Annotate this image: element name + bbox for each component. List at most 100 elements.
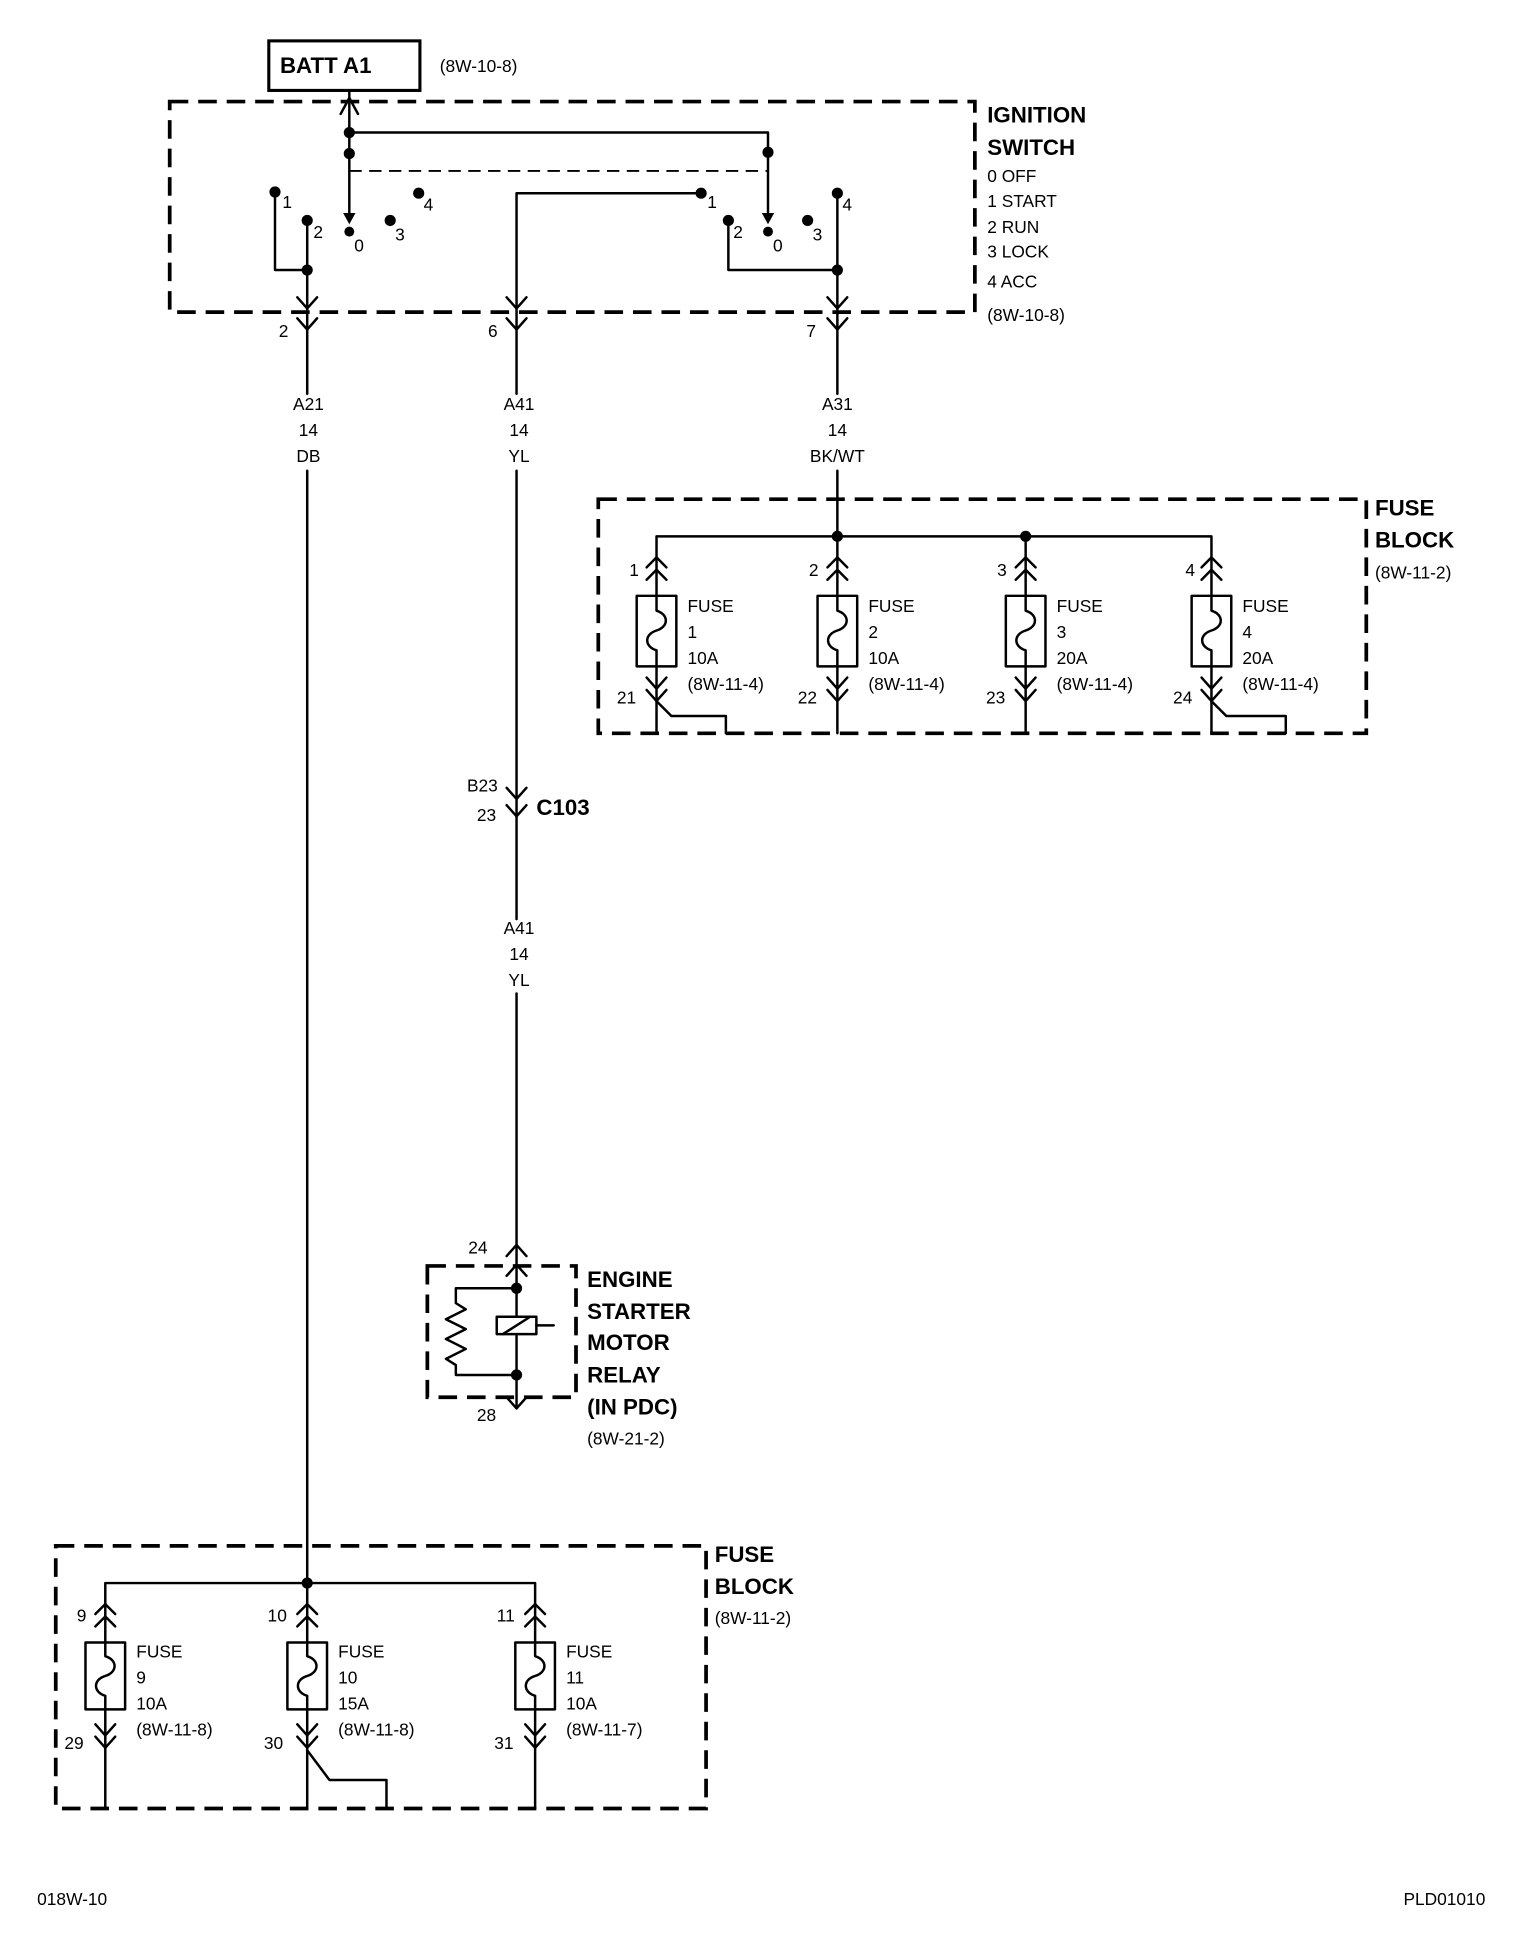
fuse-block-top: FUSE BLOCK (8W-11-2) 1 21 FUSE 1 10A (8W… [596, 495, 1454, 736]
page-id: 018W-10 [37, 1889, 107, 1909]
batt-a1-ref: (8W-10-8) [440, 56, 518, 76]
left-contact-label: 1 [282, 192, 292, 212]
fuse-rating: 10A [136, 1693, 167, 1713]
fuse-rating: 20A [1242, 648, 1273, 668]
wire-a41-upper [515, 191, 703, 396]
fuse-out-connector [296, 1723, 319, 1750]
fuse-block-title: BLOCK [715, 1574, 794, 1599]
wire-color: YL [508, 446, 530, 466]
left-contact-label: 2 [313, 222, 323, 242]
left-contact-0 [344, 226, 355, 237]
fuse-rating: 15A [338, 1693, 369, 1713]
junction-dot [301, 1577, 313, 1589]
ignition-switch-title: SWITCH [987, 135, 1075, 160]
right-contact-label: 1 [707, 192, 717, 212]
fuse-in-connector [1014, 556, 1037, 581]
switch-position: 1 START [987, 191, 1057, 211]
fuse-ref: (8W-11-8) [338, 1719, 414, 1739]
relay-suppression-resistor [444, 1287, 518, 1377]
relay-title: MOTOR [587, 1330, 670, 1355]
switch-pin-label: 6 [488, 321, 498, 341]
switch-position: 0 OFF [987, 166, 1036, 186]
fuse-number: 9 [136, 1667, 146, 1687]
fuse-out-pin: 23 [986, 688, 1005, 708]
fuse-block-bottom-bus [104, 1581, 537, 1644]
fuse-in-pin: 3 [997, 560, 1007, 580]
switch-pin-label: 7 [806, 321, 816, 341]
fuse-element [1015, 594, 1037, 668]
wire-color: BK/WT [810, 446, 865, 466]
right-contact-label: 4 [842, 195, 852, 215]
right-contact-label: 3 [813, 224, 823, 244]
fuse-number: 2 [868, 622, 878, 642]
fuse-block-bottom-boundary [53, 1544, 708, 1811]
connector-c103-symbol [505, 786, 528, 818]
fuse-in-pin: 11 [497, 1605, 515, 1625]
fuse-output-branch [655, 699, 728, 735]
relay-coil-slash [501, 1315, 532, 1336]
fuse-in-connector [1200, 556, 1223, 581]
fuse-out-pin: 21 [617, 688, 636, 708]
left-contact-label: 3 [395, 224, 405, 244]
fuse-ref: (8W-11-4) [1057, 674, 1133, 694]
fuse-ref: (8W-11-4) [687, 674, 763, 694]
fuse-in-pin: 10 [268, 1605, 287, 1625]
fuse-out-pin: 30 [264, 1733, 283, 1753]
ignition-switch: 1 2 0 3 4 1 2 0 3 4 2 6 7 IGNITION SWITC… [167, 89, 1086, 341]
fuse-label: FUSE [566, 1641, 612, 1661]
footer: 018W-10 PLD01010 [37, 1889, 1485, 1909]
fuse-3: 3 23 FUSE 3 20A (8W-11-4) [986, 556, 1133, 735]
right-contact-0 [763, 226, 773, 237]
fuse-label: FUSE [1242, 596, 1288, 616]
relay-title: STARTER [587, 1299, 691, 1324]
fuse-label: FUSE [687, 596, 733, 616]
wire-circuit: A41 [504, 918, 535, 938]
fuse-block-top-boundary [596, 497, 1369, 736]
fuse-block-bottom: FUSE BLOCK (8W-11-2) 9 29 FUSE 9 10A (8W… [53, 1542, 794, 1811]
left-contact-1-jumper [273, 190, 309, 272]
fuse-block-ref: (8W-11-2) [715, 1608, 791, 1628]
fuse-out-connector [1014, 676, 1037, 703]
wire-color: DB [296, 446, 320, 466]
fuse-block-title: FUSE [1375, 495, 1434, 520]
fuse-element [1200, 594, 1222, 668]
batt-a1-box [267, 39, 422, 92]
right-contact-3 [802, 214, 814, 227]
fuse-in-pin: 1 [629, 560, 639, 580]
fuse-block-top-bus [655, 535, 1213, 598]
switch-position: 4 ACC [987, 271, 1037, 291]
junction-dot [831, 530, 843, 542]
left-contact-3 [384, 214, 396, 227]
fuse-element [296, 1641, 318, 1711]
fuse-number: 3 [1057, 622, 1067, 642]
relay-out-pin: 28 [477, 1405, 496, 1425]
fuse-in-connector [94, 1602, 117, 1628]
fuse-ref: (8W-11-4) [1242, 674, 1318, 694]
fuse-in-connector [523, 1602, 547, 1628]
fuse-out-pin: 24 [1173, 688, 1193, 708]
relay-title: RELAY [587, 1362, 661, 1387]
fuse-element [94, 1641, 116, 1711]
relay-in-connector [505, 1243, 528, 1278]
fuse-block-title: FUSE [715, 1542, 774, 1567]
right-wiper-arrowhead [761, 213, 775, 225]
ignition-switch-boundary [167, 99, 977, 315]
fuse-number: 11 [566, 1667, 584, 1687]
wire-gauge: 14 [299, 420, 319, 440]
left-wiper-arrowhead [343, 213, 356, 225]
fuse-output-branch [305, 1749, 388, 1810]
right-contact-label: 0 [773, 235, 783, 255]
fuse-in-connector [296, 1602, 319, 1628]
left-contact-4 [413, 187, 425, 199]
wire-gauge: 14 [509, 944, 529, 964]
connector-cavity-lower: 23 [477, 805, 496, 825]
wire-a41: A41 14 YL A41 14 YL [504, 191, 703, 1290]
batt-a1-label: BATT A1 [280, 53, 372, 78]
wire-gauge: 14 [828, 420, 848, 440]
fuse-2: 2 22 FUSE 2 10A (8W-11-4) [798, 556, 945, 735]
fuse-in-connector [826, 556, 849, 581]
wire-gauge: 14 [509, 420, 529, 440]
right-contact-2-jumper [727, 219, 839, 272]
relay-ref: (8W-21-2) [587, 1428, 665, 1448]
